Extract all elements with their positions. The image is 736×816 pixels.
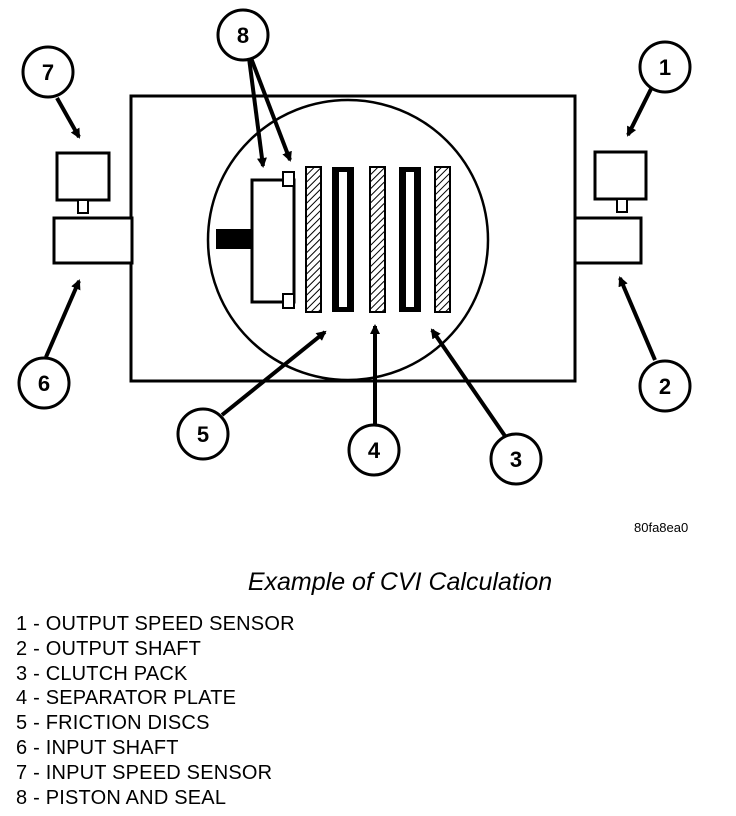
leader-6	[44, 279, 81, 358]
leader-arrows	[44, 57, 657, 438]
output-sensor-tip	[616, 198, 628, 213]
output-shaft	[573, 216, 643, 265]
piston-seal-top	[282, 171, 295, 187]
legend-item: 1 - OUTPUT SPEED SENSOR	[16, 613, 295, 635]
callout-number-5: 5	[197, 422, 209, 447]
input-shaft	[52, 216, 134, 265]
separator-plate-slot	[339, 172, 347, 307]
legend-list: 1 - OUTPUT SPEED SENSOR 2 - OUTPUT SHAFT…	[16, 612, 295, 810]
callout-number-7: 7	[42, 60, 54, 85]
callout-circle-6	[17, 356, 71, 410]
friction-disc	[434, 166, 451, 313]
leader-7	[55, 97, 81, 139]
callout-circle-1	[638, 40, 692, 94]
piston-rod	[216, 229, 252, 249]
friction-disc	[369, 166, 386, 313]
figure-caption: Example of CVI Calculation	[247, 568, 553, 596]
leader-1	[626, 88, 653, 137]
leader-3	[430, 328, 507, 438]
leader-2	[618, 276, 657, 361]
piston-seal-bottom	[282, 293, 295, 309]
input-speed-sensor	[55, 151, 111, 202]
legend-item: 8 - PISTON AND SEAL	[16, 786, 227, 809]
callout-number-4: 4	[368, 438, 381, 463]
callout-number-1: 1	[659, 55, 671, 80]
callout-circle-5	[176, 407, 230, 461]
legend-item: 4 - SEPARATOR PLATE	[16, 687, 237, 710]
figure-id: 80fa8ea0	[634, 520, 689, 535]
callout-circle-2	[638, 359, 692, 413]
legend-item: 2 - OUTPUT SHAFT	[16, 637, 202, 660]
legend-item: 3 - CLUTCH PACK	[16, 662, 188, 685]
leader-8a	[247, 57, 267, 168]
callout-circle-4	[347, 423, 401, 477]
leader-8b	[249, 57, 292, 162]
legend-item: 6 - INPUT SHAFT	[16, 736, 179, 759]
callout-number-8: 8	[237, 23, 249, 48]
legend-item: 7 - INPUT SPEED SENSOR	[16, 761, 273, 784]
callout-circle-3	[489, 432, 543, 486]
legend-item: 5 - FRICTION DISCS	[16, 712, 210, 735]
output-speed-sensor	[593, 150, 648, 201]
callout-number-6: 6	[38, 371, 50, 396]
callout-number-2: 2	[659, 374, 671, 399]
callout-circle-8	[216, 8, 270, 62]
leader-5	[220, 330, 327, 417]
callout-circle-7	[21, 45, 75, 99]
cvi-diagram: 1 2 3 4 5 6 7 8	[17, 8, 692, 486]
piston	[250, 178, 296, 304]
input-sensor-tip	[77, 199, 89, 214]
friction-disc	[305, 166, 322, 313]
separator-plate-slot	[406, 172, 414, 307]
callout-number-3: 3	[510, 447, 522, 472]
